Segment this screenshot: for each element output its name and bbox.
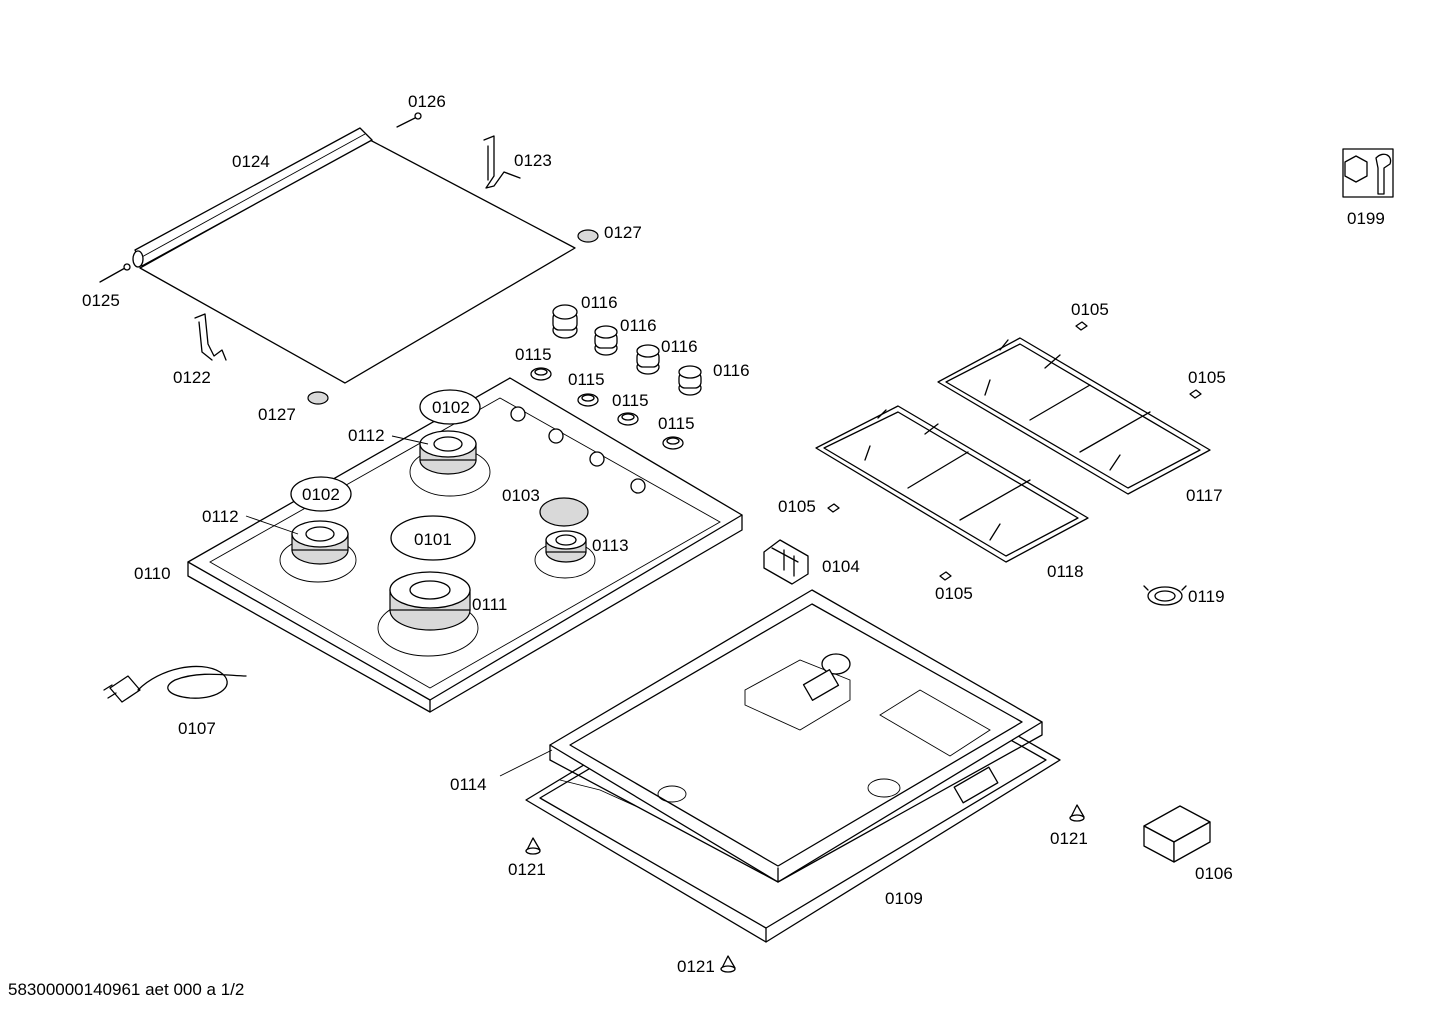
label-0111: 0111 <box>472 595 507 614</box>
part-0102-cap-left[interactable] <box>290 476 352 512</box>
label-0105-c: 0105 <box>778 497 816 516</box>
leader-lines <box>245 435 553 777</box>
label-0125: 0125 <box>82 291 120 310</box>
label-0102-left: 0102 <box>302 485 340 504</box>
label-0115-d: 0115 <box>658 414 695 433</box>
label-0121-left: 0121 <box>508 860 546 879</box>
part-0124-cover[interactable] <box>132 127 576 384</box>
label-0115-a: 0115 <box>515 345 552 364</box>
label-0126: 0126 <box>408 92 446 111</box>
label-0118: 0118 <box>1047 562 1084 581</box>
part-0103-cap[interactable] <box>539 497 589 527</box>
label-0122: 0122 <box>173 368 211 387</box>
part-0125-screw[interactable] <box>99 263 131 283</box>
label-0114: 0114 <box>450 775 487 794</box>
label-0115-b: 0115 <box>568 370 605 389</box>
label-0116-b: 0116 <box>620 316 657 335</box>
label-0101: 0101 <box>414 530 452 549</box>
label-0115-c: 0115 <box>612 391 649 410</box>
label-0127-bottom: 0127 <box>258 405 296 424</box>
label-0110: 0110 <box>134 564 171 583</box>
part-0127-buffer-top[interactable] <box>577 229 599 243</box>
part-0121-feet[interactable] <box>525 804 1085 973</box>
part-0112-burner-rear[interactable] <box>419 430 477 475</box>
label-0112-left: 0112 <box>202 507 239 526</box>
label-0104: 0104 <box>822 557 860 576</box>
part-0107-power-cable[interactable] <box>103 665 247 703</box>
part-0118-pan-support[interactable] <box>815 405 1089 563</box>
document-id-footer: 58300000140961 aet 000 a 1/2 <box>8 980 245 999</box>
label-0124: 0124 <box>232 152 270 171</box>
part-0102-cap-rear[interactable] <box>419 389 481 425</box>
label-0199: 0199 <box>1347 209 1385 228</box>
part-0126-screw[interactable] <box>396 112 422 128</box>
label-0112-rear: 0112 <box>348 426 385 445</box>
label-0105-b: 0105 <box>1188 368 1226 387</box>
label-0106: 0106 <box>1195 864 1233 883</box>
part-0127-buffer-bottom[interactable] <box>307 391 329 405</box>
label-0117: 0117 <box>1186 486 1223 505</box>
label-0102-rear: 0102 <box>432 398 470 417</box>
label-0121-right: 0121 <box>1050 829 1088 848</box>
part-0122-bracket[interactable] <box>194 313 227 361</box>
label-0119: 0119 <box>1188 587 1225 606</box>
label-0107: 0107 <box>178 719 216 738</box>
label-0121-bottom: 0121 <box>677 957 715 976</box>
part-0112-burner-left[interactable] <box>291 520 349 565</box>
part-0123-bracket[interactable] <box>483 135 521 189</box>
part-0114-frame[interactable] <box>549 589 1043 883</box>
label-0105-d: 0105 <box>935 584 973 603</box>
label-0103: 0103 <box>502 486 540 505</box>
label-0105-a: 0105 <box>1071 300 1109 319</box>
part-labels: 0126 0124 0123 0127 0125 0122 0127 0116 … <box>82 92 1385 976</box>
label-0113: 0113 <box>592 536 629 555</box>
part-0105-feet[interactable] <box>827 321 1202 581</box>
part-0104-ignition[interactable] <box>763 539 809 585</box>
label-0116-d: 0116 <box>713 361 750 380</box>
part-0117-pan-support[interactable] <box>937 337 1211 495</box>
part-0106-box[interactable] <box>1143 805 1211 863</box>
label-0127-top: 0127 <box>604 223 642 242</box>
part-0115-seals[interactable] <box>530 367 684 450</box>
part-0113-burner-small[interactable] <box>545 530 587 563</box>
label-0109: 0109 <box>885 889 923 908</box>
part-0199-tool-icon[interactable] <box>1342 148 1394 198</box>
label-0116-a: 0116 <box>581 293 618 312</box>
part-0119-adapter[interactable] <box>1143 585 1187 606</box>
label-0116-c: 0116 <box>661 337 698 356</box>
label-0123: 0123 <box>514 151 552 170</box>
part-0116-knobs[interactable] <box>552 304 702 396</box>
part-0111-burner-large[interactable] <box>389 571 471 631</box>
part-0101-cap[interactable] <box>390 515 476 561</box>
